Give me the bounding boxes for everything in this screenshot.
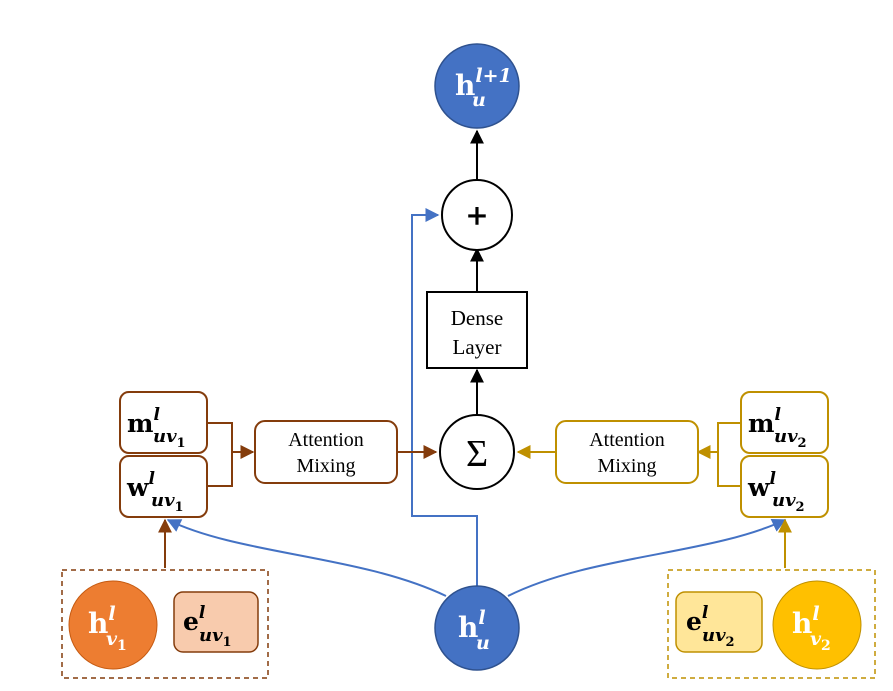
dense-line1: Dense	[451, 306, 503, 330]
svg-text:hl+1: hl+1	[455, 65, 512, 102]
m-uv2-sup: l	[774, 405, 781, 425]
w-uv1-sub: uv	[151, 490, 175, 511]
box-m-uv1: ml uv1	[119, 391, 208, 454]
h-u-next-sub: u	[472, 89, 486, 111]
connectors	[158, 129, 792, 597]
h-v1-sub: v	[106, 628, 118, 650]
node-h-u: hl u	[434, 585, 520, 671]
svg-text:el: el	[183, 603, 206, 636]
e-uv1-sub: uv	[199, 625, 223, 646]
h-u-sup: l	[478, 607, 485, 629]
bracket-left-mw	[207, 422, 233, 487]
svg-text:uv1: uv1	[151, 490, 184, 515]
h-u-base: h	[458, 611, 478, 644]
arrow-hu-to-w-uv2	[507, 518, 787, 597]
w-uv1-sup: l	[149, 469, 156, 489]
dense-layer-box: Dense Layer	[426, 291, 528, 369]
e-uv2-sub: uv	[702, 625, 726, 646]
h-v2-sub: v	[810, 628, 822, 650]
dense-line2: Layer	[453, 335, 502, 359]
left-attention-mixing-box: Attention Mixing	[254, 420, 398, 484]
node-h-v2: hl v2	[772, 580, 862, 670]
node-sum: Σ	[439, 414, 515, 490]
w-uv2-sub: uv	[772, 490, 796, 511]
e-uv2-subsub: 2	[726, 635, 735, 650]
w-uv1-subsub: 1	[175, 500, 184, 515]
m-uv2-sub: uv	[774, 426, 798, 447]
node-h-v1: hl v1	[68, 580, 158, 670]
w-uv2-base: w	[747, 473, 771, 502]
svg-text:u: u	[476, 632, 490, 654]
svg-text:v2: v2	[810, 628, 831, 654]
box-w-uv2: wl uv2	[740, 455, 829, 518]
svg-text:wl: wl	[126, 469, 156, 502]
node-plus: +	[441, 179, 513, 251]
svg-text:hl: hl	[88, 603, 116, 640]
m-uv1-sup: l	[153, 405, 160, 425]
e-uv1-subsub: 1	[223, 635, 232, 650]
left-neighbor-group: hl v1 el uv1	[61, 569, 269, 679]
h-v1-subsub: 1	[117, 638, 127, 654]
h-u-next-sup: l+1	[475, 65, 511, 87]
svg-text:v1: v1	[106, 628, 127, 654]
e-uv1-sup: l	[199, 603, 206, 623]
svg-text:uv2: uv2	[774, 426, 807, 451]
h-u-sub: u	[476, 632, 490, 654]
svg-text:u: u	[472, 89, 486, 111]
sum-label: Σ	[466, 433, 488, 475]
arrow-hu-to-w-uv1	[166, 519, 447, 597]
h-v1-base: h	[88, 607, 108, 640]
w-uv2-sup: l	[770, 469, 777, 489]
h-v2-sup: l	[812, 603, 819, 625]
e-uv2-base: e	[686, 607, 702, 636]
svg-text:el: el	[686, 603, 709, 636]
svg-text:hl: hl	[458, 607, 486, 644]
h-v2-subsub: 2	[821, 638, 831, 654]
m-uv2-subsub: 2	[798, 436, 807, 451]
box-e-uv2: el uv2	[675, 591, 763, 653]
m-uv2-base: m	[748, 409, 774, 438]
box-m-uv2: ml uv2	[740, 391, 829, 454]
svg-text:hl: hl	[792, 603, 820, 640]
left-mix-line1: Attention	[288, 429, 364, 451]
right-attention-mixing-box: Attention Mixing	[555, 420, 699, 484]
m-uv1-base: m	[127, 409, 153, 438]
node-h-u-next: hl+1 u	[434, 43, 520, 129]
box-w-uv1: wl uv1	[119, 455, 208, 518]
svg-text:wl: wl	[747, 469, 777, 502]
e-uv1-base: e	[183, 607, 199, 636]
e-uv2-sup: l	[702, 603, 709, 623]
w-uv1-base: w	[126, 473, 150, 502]
right-mix-line2: Mixing	[598, 455, 657, 477]
w-uv2-subsub: 2	[796, 500, 805, 515]
svg-text:ml: ml	[748, 405, 781, 438]
svg-text:uv1: uv1	[153, 426, 186, 451]
m-uv1-subsub: 1	[177, 436, 186, 451]
svg-text:ml: ml	[127, 405, 160, 438]
right-neighbor-group: el uv2 hl v2	[667, 569, 876, 679]
h-u-next-base: h	[455, 69, 475, 102]
right-mix-line1: Attention	[589, 429, 665, 451]
plus-label: +	[465, 199, 488, 232]
bracket-right-mw	[717, 422, 741, 487]
box-e-uv1: el uv1	[173, 591, 259, 653]
h-v1-sup: l	[108, 603, 115, 625]
svg-text:uv2: uv2	[702, 625, 735, 650]
h-v2-base: h	[792, 607, 812, 640]
left-mix-line2: Mixing	[297, 455, 356, 477]
svg-text:uv2: uv2	[772, 490, 805, 515]
svg-text:uv1: uv1	[199, 625, 232, 650]
arrow-skip-connection	[411, 208, 478, 586]
m-uv1-sub: uv	[153, 426, 177, 447]
